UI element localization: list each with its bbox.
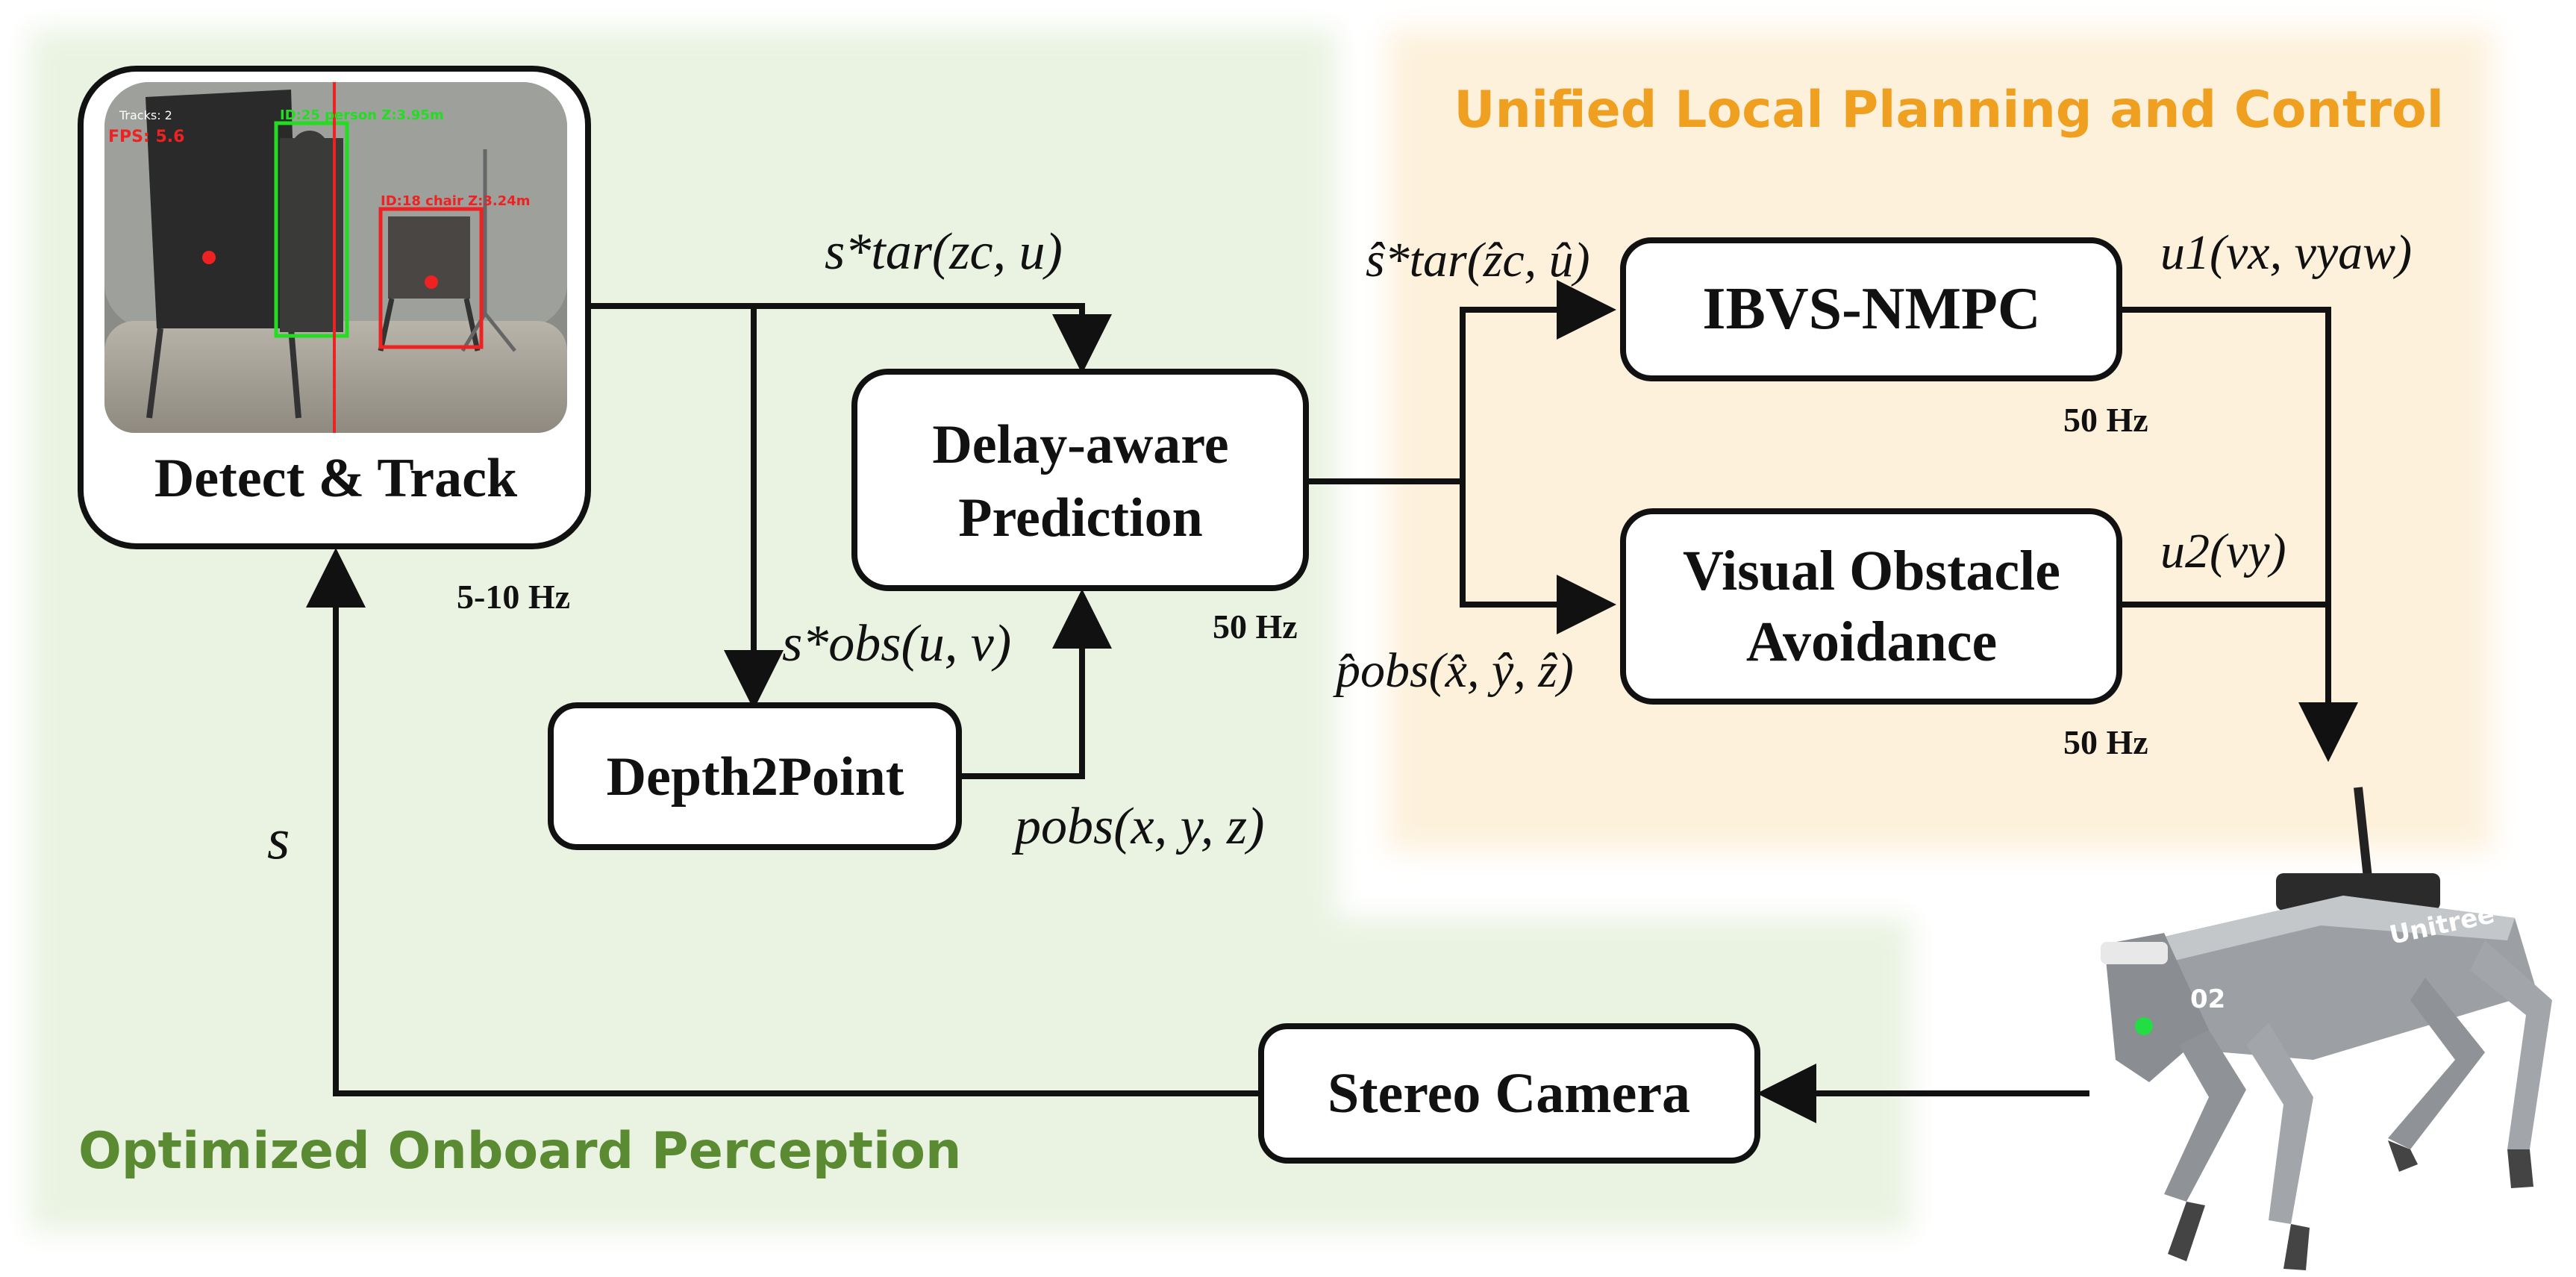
ibvs-nmpc-rate: 50 Hz — [2063, 401, 2148, 439]
visual-avoidance-label-line2: Avoidance — [1746, 611, 1997, 673]
signal-s: s — [267, 806, 290, 871]
arrow-depth2point-to-prediction — [959, 589, 1112, 779]
ibvs-nmpc-label: IBVS-NMPC — [1702, 276, 2040, 342]
camera-overlay-tracks: Tracks: 2 — [119, 108, 172, 122]
signal-s-tar-hat: ŝ*tar(ẑc, û) — [1366, 233, 1590, 287]
detect-track-node: ID:25 person Z:3.95m ID:18 chair Z:3.24m… — [78, 66, 591, 549]
signal-s-tar: s*tar(zc, u) — [825, 223, 1063, 281]
delay-prediction-rate: 50 Hz — [1213, 608, 1298, 646]
camera-overlay-chair-label: ID:18 chair Z:3.24m — [381, 193, 531, 209]
visual-avoidance-label-line1: Visual Obstacle — [1683, 540, 2060, 602]
perception-region-title: Optimized Onboard Perception — [78, 1122, 961, 1181]
signal-u2: u2(vy) — [2160, 524, 2286, 578]
detect-track-label: Detect & Track — [154, 448, 518, 509]
visual-avoidance-rate: 50 Hz — [2063, 723, 2148, 761]
arrow-to-avoidance — [1460, 481, 1616, 634]
quadruped-robot-image: 02 Unitree — [2101, 787, 2552, 1270]
delay-prediction-label-line1: Delay-aware — [932, 414, 1228, 475]
signal-p-obs: pobs(x, y, z) — [1011, 798, 1264, 855]
stereo-camera-node: Stereo Camera — [1258, 1023, 1760, 1164]
camera-overlay-person-label: ID:25 person Z:3.95m — [280, 107, 444, 123]
camera-overlay-fps: FPS: 5.6 — [108, 128, 184, 146]
signal-u1: u1(vx, vyaw) — [2160, 225, 2412, 280]
delay-prediction-label-line2: Prediction — [958, 487, 1202, 549]
signal-s-obs: s*obs(u, v) — [782, 615, 1011, 672]
detect-track-rate: 5-10 Hz — [457, 578, 570, 616]
depth2point-node: Depth2Point — [548, 702, 962, 850]
robot-number: 02 — [2190, 984, 2225, 1014]
depth2point-label: Depth2Point — [607, 746, 904, 808]
ibvs-nmpc-node: IBVS-NMPC — [1620, 237, 2122, 381]
planning-region-title: Unified Local Planning and Control — [1454, 81, 2444, 140]
arrow-camera-to-detect — [306, 548, 1261, 1096]
arrow-to-ibvs — [1460, 280, 1616, 481]
connections — [306, 280, 2358, 1123]
stereo-camera-label: Stereo Camera — [1328, 1062, 1690, 1125]
delay-prediction-node: Delay-aware Prediction — [851, 369, 1309, 591]
camera-frame-image: ID:25 person Z:3.95m ID:18 chair Z:3.24m… — [104, 82, 567, 433]
signal-p-obs-hat: p̂obs(x̂, ŷ, ẑ) — [1333, 643, 1574, 698]
visual-avoidance-node: Visual Obstacle Avoidance — [1620, 508, 2122, 705]
